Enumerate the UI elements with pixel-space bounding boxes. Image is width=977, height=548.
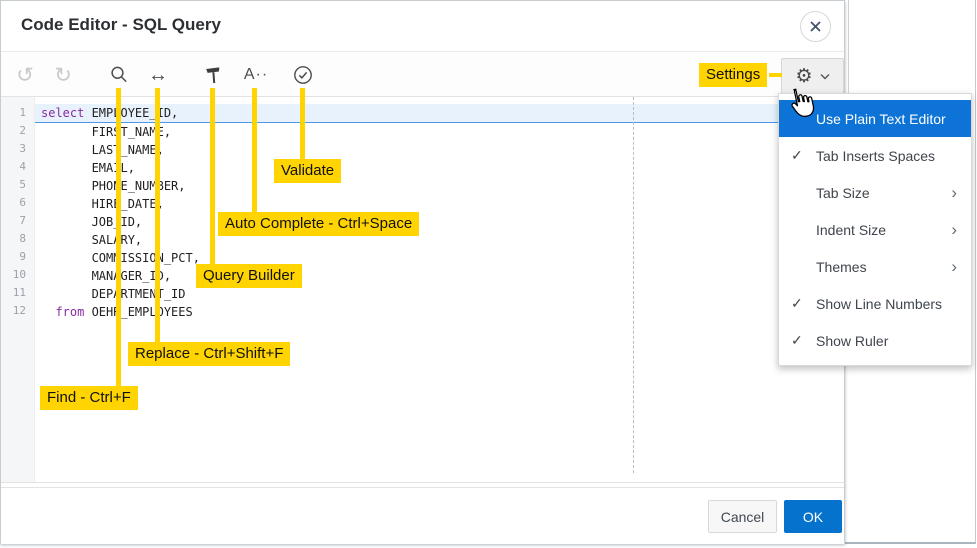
menu-item-show-line-numbers[interactable]: ✓ Show Line Numbers [779,285,971,322]
callout-replace-label: Replace - Ctrl+Shift+F [128,342,291,366]
check-circle-icon [294,66,312,84]
line-number: 8 [19,232,26,245]
line-number: 2 [19,124,26,137]
submenu-chevron-icon: › [951,220,957,239]
line-number: 7 [19,214,26,227]
dialog-footer: Cancel OK [1,487,844,544]
replace-icon: ↔ [148,64,168,86]
menu-item-use-plain-text-editor[interactable]: Use Plain Text Editor [779,100,971,137]
callout-line-query-builder [210,88,215,265]
auto-complete-button[interactable]: A·· [241,60,271,90]
redo-button[interactable]: ↻ [48,60,78,90]
validate-button[interactable] [288,60,318,90]
line-number: 10 [12,268,26,281]
menu-item-show-ruler[interactable]: ✓ Show Ruler [779,322,971,359]
code-lines[interactable]: select EMPLOYEE_ID, FIRST_NAME, LAST_NAM… [35,97,844,482]
cancel-button[interactable]: Cancel [708,500,777,533]
code-line[interactable]: DEPARTMENT_ID [91,287,186,301]
submenu-chevron-icon: › [951,257,957,276]
line-number: 9 [19,250,26,263]
callout-validate-label: Validate [274,159,342,183]
find-button[interactable] [104,60,134,90]
callout-line-validate [300,88,305,160]
menu-item-tab-size[interactable]: Tab Size › [779,174,971,211]
checkmark-icon: ✓ [791,147,803,163]
background-panel-edge [848,0,849,93]
callout-line-auto-complete [252,88,257,213]
checkmark-icon: ✓ [791,295,803,311]
ok-button[interactable]: OK [784,500,842,533]
line-number: 5 [19,178,26,191]
line-number: 6 [19,196,26,209]
callout-find-label: Find - Ctrl+F [40,386,138,410]
query-builder-button[interactable] [198,60,228,90]
line-number: 11 [12,286,26,299]
menu-item-indent-size[interactable]: Indent Size › [779,211,971,248]
close-button[interactable] [800,11,831,42]
code-line[interactable]: LAST_NAME, [91,143,164,157]
line-number: 4 [19,160,26,173]
callout-auto-complete-label: Auto Complete - Ctrl+Space [218,212,420,236]
checkmark-icon: ✓ [791,332,803,348]
redo-icon: ↻ [54,63,72,87]
callout-line-replace [155,88,160,343]
auto-complete-icon: A·· [243,66,269,83]
menu-item-label: Indent Size [816,221,887,238]
callout-query-builder-label: Query Builder [196,264,302,288]
chevron-down-icon [820,73,830,79]
menu-item-themes[interactable]: Themes › [779,248,971,285]
close-icon [810,21,821,32]
undo-icon: ↺ [16,63,34,87]
menu-item-label: Use Plain Text Editor [816,110,946,127]
undo-button[interactable]: ↺ [10,60,40,90]
background-panel [845,0,976,544]
settings-menu: Use Plain Text Editor ✓ Tab Inserts Spaces… [778,93,972,366]
code-editor-dialog: Code Editor - SQL Query ↺ ↻ [0,0,845,544]
code-line[interactable]: PHONE_NUMBER, [91,179,186,193]
line-number: 12 [12,304,26,317]
gear-icon: ⚙ [795,64,813,87]
callout-line-settings [769,73,782,77]
code-line[interactable]: FIRST_NAME, [91,125,172,139]
menu-item-label: Tab Size [816,184,870,201]
code-line[interactable]: EMAIL, [91,161,135,175]
menu-item-label: Themes [816,258,867,275]
search-icon [111,66,127,83]
menu-item-label: Show Line Numbers [816,295,943,312]
line-number: 1 [19,106,26,119]
menu-item-label: Show Ruler [816,332,889,349]
submenu-chevron-icon: › [951,183,957,202]
ruler-line [633,97,634,473]
code-line[interactable]: HIRE_DATE, [91,197,164,211]
menu-item-tab-inserts-spaces[interactable]: ✓ Tab Inserts Spaces [779,137,971,174]
hammer-icon [206,67,220,83]
replace-button[interactable]: ↔ [143,60,173,90]
dialog-title: Code Editor - SQL Query [21,15,221,34]
menu-item-label: Tab Inserts Spaces [816,147,936,164]
dialog-header: Code Editor - SQL Query [1,1,844,52]
line-number: 3 [19,142,26,155]
callout-settings-label: Settings [699,63,768,87]
callout-line-find [116,88,121,387]
code-line[interactable]: MANAGER_ID, [91,269,172,283]
hand-cursor-icon [791,88,815,118]
